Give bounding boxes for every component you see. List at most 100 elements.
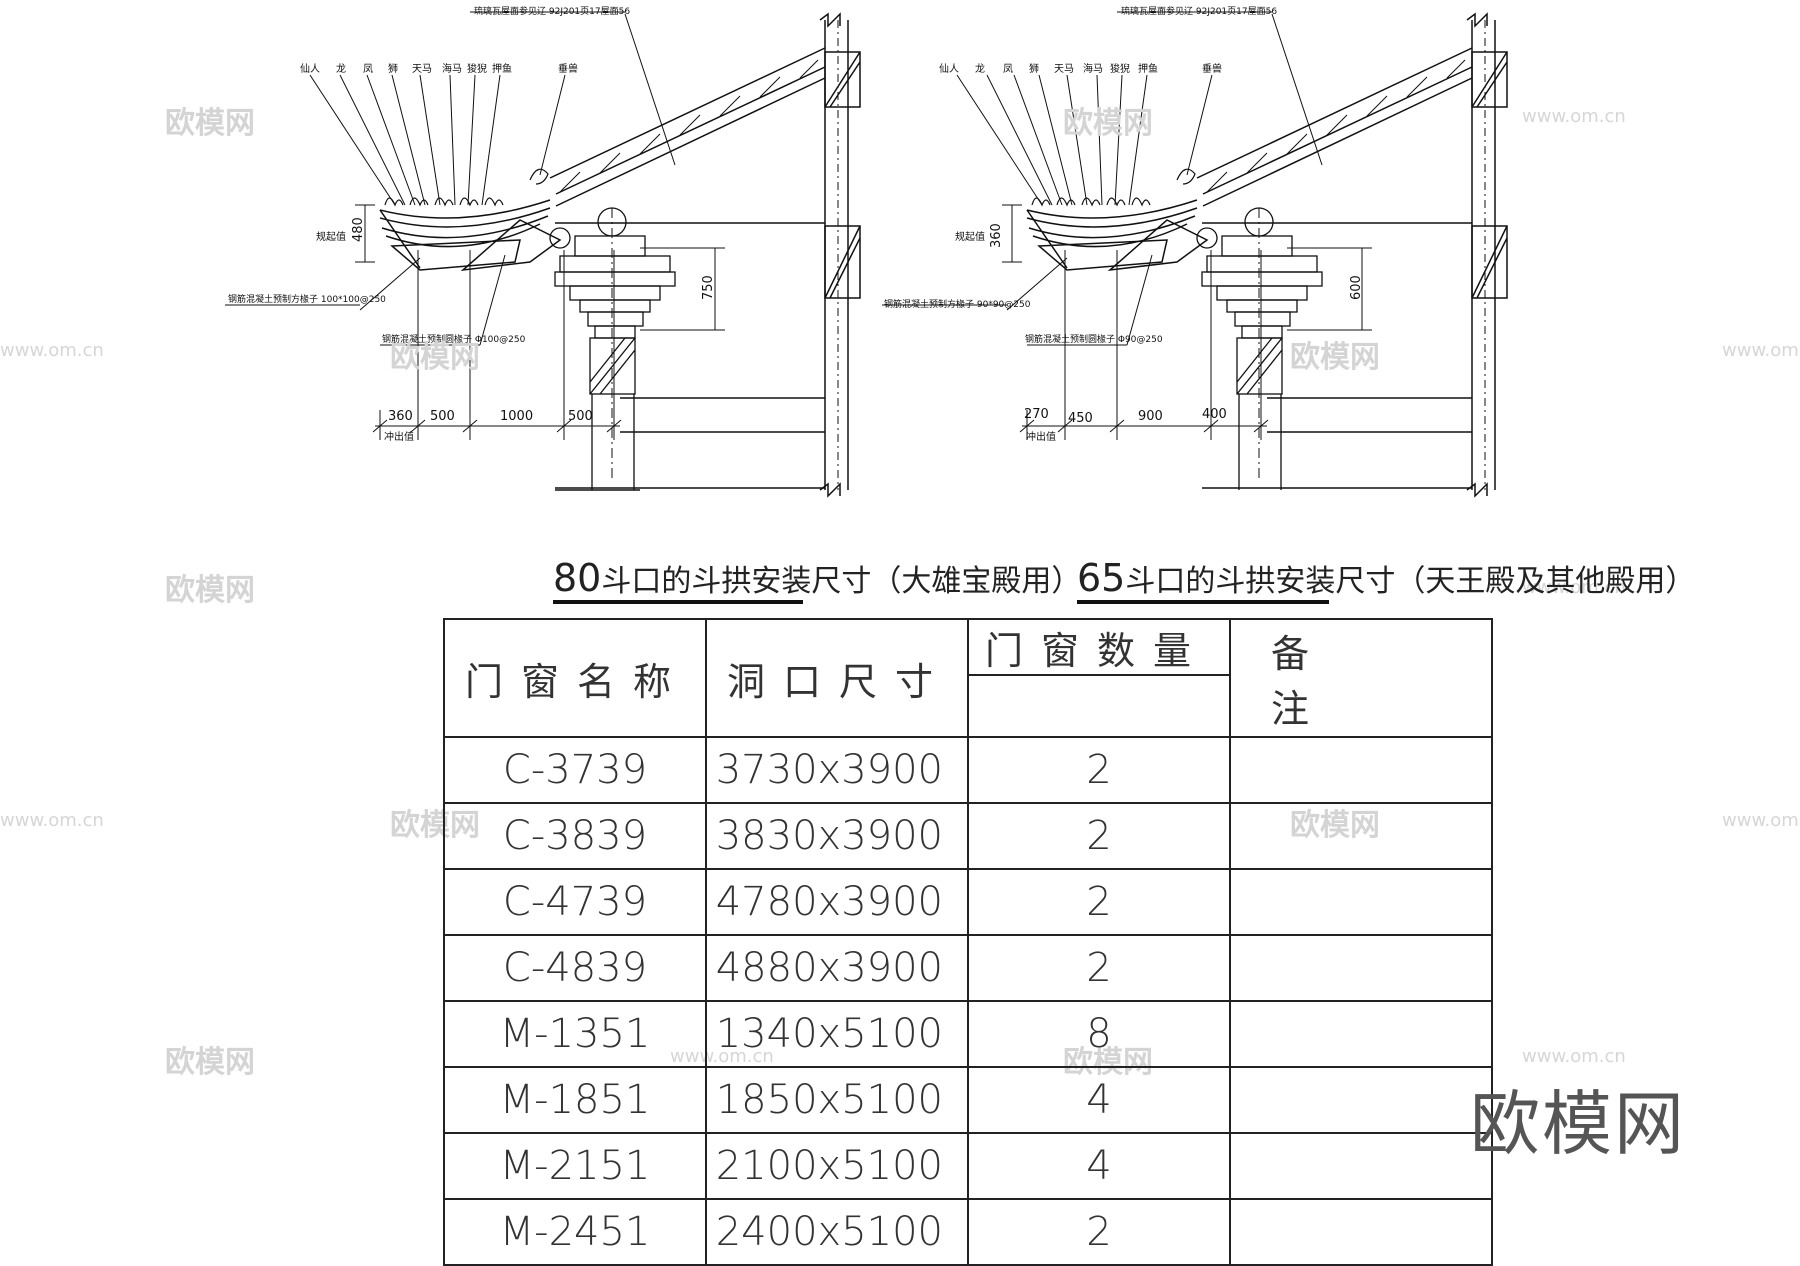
table-header-row: 门窗名称 洞口尺寸 门窗数量 备 注 [443,618,1493,738]
header-qty: 门窗数量 [969,620,1229,676]
watermark-url: www.om.cn [1522,106,1626,127]
cell-note [1229,1000,1493,1068]
cell-name: C-4739 [443,868,707,936]
watermark-text: 欧模网 [1290,340,1380,375]
watermark-url: www.om.cn [1722,340,1800,361]
left-ornament-3: 凤 [363,63,373,75]
right-ornament-5: 天马 [1054,63,1074,75]
right-title-underline [1077,600,1329,604]
cell-note [1229,868,1493,936]
right-dim-1: 270 [1024,407,1049,422]
brand-watermark: 欧模网 [1470,1083,1686,1165]
right-detail-title: 65斗口的斗拱安装尺寸（天王殿及其他殿用） [1077,556,1695,600]
cell-size: 4780x3900 [705,868,969,936]
left-ornament-5: 天马 [412,63,432,75]
left-vertical-dim: 750 [701,275,716,300]
table-row: M-2151 2100x5100 4 [443,1132,1493,1200]
left-detail-title: 80斗口的斗拱安装尺寸（大雄宝殿用） [553,556,1081,600]
cell-note [1229,934,1493,1002]
right-dim-2: 450 [1068,411,1093,426]
left-top-note: 琉璃瓦屋面参见辽 92J201页17屋面56 [474,5,630,17]
table-row: C-3839 3830x3900 2 [443,802,1493,870]
cell-qty: 8 [967,1000,1231,1068]
cell-name: M-1351 [443,1000,707,1068]
right-height-dim: 360 [989,223,1004,248]
header-name: 门窗名称 [443,618,707,738]
left-title-underline [553,600,803,604]
cell-qty: 4 [967,1066,1231,1134]
cell-size: 1340x5100 [705,1000,969,1068]
header-qty-cell: 门窗数量 [967,618,1231,738]
right-ornament-6: 海马 [1083,62,1103,75]
right-ornament-2: 龙 [975,62,985,75]
left-dim-2: 500 [430,409,455,424]
right-side-label: 规起值 [955,230,985,243]
cell-size: 1850x5100 [705,1066,969,1134]
cell-note [1229,802,1493,870]
watermark-text: 欧模网 [165,1045,255,1080]
left-title-number: 80 [553,556,602,600]
left-ornament-1: 仙人 [300,62,320,75]
watermark-url: www.om.cn [0,810,104,831]
cell-note [1229,736,1493,804]
cell-qty: 2 [967,1198,1231,1266]
right-ornament-3: 凤 [1003,63,1013,75]
cell-size: 3830x3900 [705,802,969,870]
cell-note [1229,1198,1493,1266]
table-row: C-4739 4780x3900 2 [443,868,1493,936]
watermark-url: www.om.cn [1722,810,1800,831]
watermark-url: www.om.cn [1522,1046,1626,1067]
left-ornament-4: 狮 [388,62,398,75]
door-window-schedule-table: 门窗名称 洞口尺寸 门窗数量 备 注 C-3739 3730x3900 2 C-… [443,618,1493,1266]
cell-size: 2400x5100 [705,1198,969,1266]
watermark-url: www.om.cn [0,340,104,361]
left-ornament-8: 押鱼 [492,62,512,75]
right-ornament-9: 垂兽 [1202,62,1222,75]
cell-size: 4880x3900 [705,934,969,1002]
table-row: C-3739 3730x3900 2 [443,736,1493,804]
watermark-text: 欧模网 [165,573,255,608]
cell-size: 3730x3900 [705,736,969,804]
watermark-text: 欧模网 [390,340,480,375]
left-side-label: 规起值 [316,230,346,243]
header-size: 洞口尺寸 [705,618,969,738]
right-ornament-7: 狻猊 [1110,62,1130,75]
left-ornament-7: 狻猊 [467,62,487,75]
left-dim-1: 360 [388,409,413,424]
cell-name: M-2451 [443,1198,707,1266]
left-height-dim: 480 [351,217,366,242]
left-ornament-6: 海马 [442,62,462,75]
left-eave-detail [225,11,861,498]
right-bottom-label: 冲出值 [1026,430,1056,443]
right-ornament-1: 仙人 [939,62,959,75]
cell-name: C-3739 [443,736,707,804]
cell-note [1229,1132,1493,1200]
right-top-note: 琉璃瓦屋面参见辽 92J201页17屋面56 [1121,5,1277,17]
left-title-text: 斗口的斗拱安装尺寸（大雄宝殿用） [601,564,1082,599]
table-row: C-4839 4880x3900 2 [443,934,1493,1002]
cell-note [1229,1066,1493,1134]
right-ornament-4: 狮 [1029,62,1039,75]
right-ornament-8: 押鱼 [1138,62,1158,75]
watermark-text: 欧模网 [1063,106,1153,141]
left-dim-4: 500 [568,409,593,424]
left-ornament-2: 龙 [336,62,346,75]
right-beam-note-2: 钢筋混凝土预制圆椽子 Φ90@250 [1025,333,1163,345]
header-note: 备 注 [1229,618,1493,738]
left-beam-note-2: 钢筋混凝土预制圆椽子 Φ100@250 [382,333,526,345]
watermark-text: 欧模网 [165,106,255,141]
table-row: M-1851 1850x5100 4 [443,1066,1493,1134]
left-beam-note-1: 钢筋混凝土预制方椽子 100*100@250 [228,293,386,305]
cell-qty: 2 [967,802,1231,870]
right-eave-detail [882,11,1508,498]
table-row: M-1351 1340x5100 8 [443,1000,1493,1068]
cell-qty: 4 [967,1132,1231,1200]
left-ornament-9: 垂兽 [558,62,578,75]
right-vertical-dim: 600 [1349,275,1364,300]
right-dim-3: 900 [1138,409,1163,424]
watermark-url: www.om.cn [1522,577,1626,598]
cell-qty: 2 [967,736,1231,804]
table-row: M-2451 2400x5100 2 [443,1198,1493,1266]
cell-name: M-2151 [443,1132,707,1200]
cell-qty: 2 [967,868,1231,936]
